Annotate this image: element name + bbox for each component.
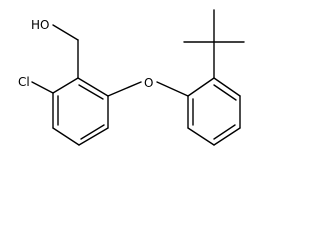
bond-ch2-oh: [52, 24, 79, 41]
structure-canvas: HO Cl O: [18, 9, 245, 146]
bond-ring1-c: [52, 127, 80, 146]
bond-ring2-d-double: [213, 124, 236, 140]
bond-ring2-e: [187, 127, 215, 146]
bond-ring-cl: [31, 81, 54, 94]
bond-ring1-d: [78, 127, 109, 146]
molecule-diagram: HO Cl O: [18, 9, 245, 146]
bond-ring2-b: [213, 77, 241, 97]
bond-ring1-d-double: [80, 124, 105, 140]
bond-ring2-a: [187, 77, 215, 97]
bond-o-ring2: [156, 81, 189, 97]
atom-label-ether-oxygen: O: [144, 76, 153, 90]
bond-ring2-b-double: [213, 84, 237, 101]
bond-ring1-a: [52, 77, 79, 94]
bond-ring1-f: [77, 77, 109, 97]
bond-ring1-f-double: [78, 84, 104, 100]
atom-label-chlorine: Cl: [18, 75, 30, 89]
bond-ring1-o: [107, 81, 142, 97]
atom-label-hydroxyl: HO: [31, 18, 49, 32]
bond-ring2-d: [213, 127, 241, 146]
